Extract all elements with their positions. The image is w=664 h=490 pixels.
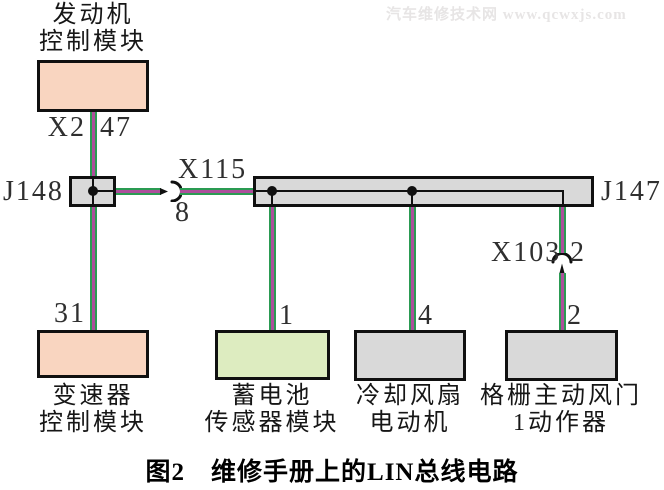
tcm-pin-label: 31	[54, 298, 86, 329]
battery-sensor-label-line2: 传感器模块	[204, 410, 340, 436]
wire-ecm-to-j148	[90, 112, 97, 176]
figure-number: 图2	[145, 459, 186, 486]
figure-title: 维修手册上的LIN总线电路	[211, 459, 519, 486]
grille-shutter-pin-label: 2	[567, 300, 583, 331]
ecm-connector-label: X2	[47, 112, 86, 143]
j148-inner-hline	[93, 190, 113, 192]
j148-junction-box	[69, 176, 116, 207]
site-watermark: 汽车维修技术网 www.qcwxjs.com	[386, 7, 627, 23]
grille-shutter-label-line2: 1动作器	[513, 410, 609, 436]
ecm-label-line1: 发动机	[52, 2, 134, 28]
ecm-label-line2: 控制模块	[39, 29, 147, 55]
grille-shutter-box	[505, 330, 618, 381]
ecm-box	[37, 60, 149, 112]
cooling-fan-pin-label: 4	[418, 300, 434, 331]
j147-bus-bar	[253, 176, 594, 207]
x115-pin-label: 8	[175, 197, 191, 228]
wire-bus-to-cooling-fan	[409, 207, 416, 330]
cooling-fan-box	[354, 330, 466, 381]
battery-sensor-label: 蓄电池 传感器模块	[187, 383, 357, 437]
bus-tap-stub-1	[271, 190, 273, 204]
wire-j148-to-x115	[116, 188, 161, 195]
j148-label: J148	[3, 176, 64, 207]
x103-label: X103	[491, 237, 562, 268]
bus-tap-stub-3	[562, 190, 564, 204]
wire-x103-to-grille-shutter	[559, 273, 566, 330]
bus-junction-dot-2	[407, 186, 417, 196]
tcm-label: 变速器 控制模块	[13, 383, 173, 437]
bus-junction-dot-1	[267, 186, 277, 196]
cooling-fan-label-line2: 电动机	[369, 410, 451, 436]
connector-break-x103-icon	[551, 253, 573, 273]
x115-label: X115	[178, 154, 248, 185]
battery-sensor-box	[215, 330, 330, 380]
x103-pin-label: 2	[570, 237, 586, 268]
cooling-fan-label-line1: 冷却风扇	[356, 383, 464, 409]
cooling-fan-label: 冷却风扇 电动机	[335, 383, 485, 437]
grille-shutter-label-line1: 格栅主动风门	[480, 383, 642, 409]
battery-sensor-label-line1: 蓄电池	[231, 383, 313, 409]
figure-caption: 图2 维修手册上的LIN总线电路	[0, 452, 664, 488]
battery-sensor-pin-label: 1	[279, 300, 295, 331]
ecm-label: 发动机 控制模块	[13, 2, 173, 56]
wire-j148-to-tcm	[90, 207, 97, 330]
tcm-label-line1: 变速器	[52, 383, 134, 409]
ecm-pin-label: 47	[100, 112, 132, 143]
wire-bus-to-battery-sensor	[269, 207, 276, 330]
j148-junction-dot	[88, 186, 98, 196]
j147-label: J147	[601, 176, 662, 207]
wire-bus-to-x103	[559, 207, 566, 254]
bus-tap-stub-2	[411, 190, 413, 204]
tcm-label-line2: 控制模块	[39, 410, 147, 436]
grille-shutter-label: 格栅主动风门 1动作器	[468, 383, 654, 437]
wire-x115-to-bus	[180, 188, 253, 195]
tcm-box	[37, 330, 149, 378]
